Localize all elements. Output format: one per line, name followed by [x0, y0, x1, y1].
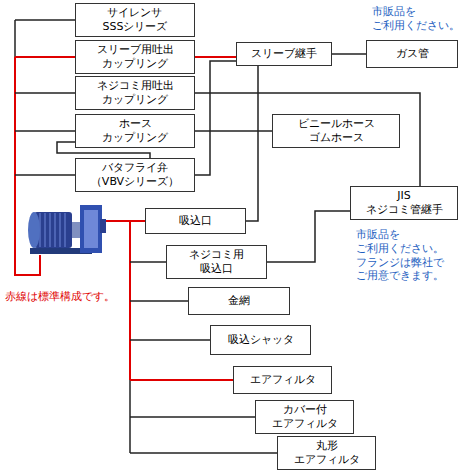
legend-note: 赤線は標準構成です。	[5, 290, 115, 304]
box-label: ネジコミ用吐出 カップリング	[97, 79, 174, 107]
component-box: サイレンサ SSSシリーズ	[75, 3, 195, 37]
box-label: ガス管	[396, 47, 429, 61]
bus-line	[130, 416, 255, 418]
box-label: ホース カップリング	[102, 117, 168, 145]
bus-line	[15, 19, 75, 21]
box-label: エアフィルタ	[250, 373, 316, 387]
bus-line	[130, 452, 277, 454]
component-box: エアフィルタ	[233, 366, 332, 394]
bus-line	[15, 130, 75, 132]
box-label: スリーブ用吐出 カップリング	[97, 43, 174, 71]
connector-line	[267, 211, 350, 262]
box-label: スリーブ継手	[251, 47, 317, 61]
box-label: ビニールホース ゴムホース	[298, 117, 375, 145]
component-box: ネジコミ用吐出 カップリング	[75, 76, 195, 110]
bus-line	[130, 379, 233, 381]
component-box: ガス管	[366, 40, 458, 68]
component-box: スリーブ用吐出 カップリング	[75, 40, 195, 74]
bus-line	[15, 57, 40, 275]
box-label: JIS ネジコミ管継手	[366, 189, 443, 217]
connector-line	[195, 61, 236, 175]
blower-illustration	[28, 205, 106, 254]
bus-line	[130, 300, 188, 302]
box-label: 丸形 エアフィルタ	[294, 439, 360, 467]
component-box: ビニールホース ゴムホース	[272, 114, 400, 148]
bus-line	[130, 261, 166, 263]
bus-line	[15, 174, 75, 176]
box-label: 吸込口	[179, 214, 212, 228]
box-label: 吸込シャッタ	[228, 333, 294, 347]
connector-line	[246, 66, 258, 221]
box-label: カバー付 エアフィルタ	[272, 403, 338, 431]
box-label: バタフライ弁 （VBVシリーズ）	[91, 161, 179, 189]
bus-line	[106, 220, 145, 222]
bus-line	[15, 56, 75, 58]
box-label: 金網	[228, 294, 250, 308]
connector-line	[332, 53, 366, 55]
note-text: 市販品を ご利用ください。 フランジは弊社で ご用意できます。	[356, 228, 444, 283]
component-box: ネジコミ用 吸込口	[166, 245, 267, 279]
bus-line	[130, 339, 210, 341]
connector-line	[195, 56, 236, 58]
box-label: ネジコミ用 吸込口	[189, 248, 244, 276]
connector-line	[195, 93, 420, 186]
bus-line	[14, 20, 16, 57]
component-box: 丸形 エアフィルタ	[277, 436, 376, 470]
box-label: サイレンサ SSSシリーズ	[103, 6, 168, 34]
bus-line	[15, 92, 75, 94]
component-box: ホース カップリング	[75, 114, 195, 148]
note-text: 市販品を ご利用ください。	[372, 5, 460, 33]
component-box: 金網	[188, 287, 290, 315]
component-box: スリーブ継手	[236, 42, 332, 66]
component-box: 吸込シャッタ	[210, 325, 311, 355]
connector-line	[195, 130, 272, 132]
component-box: バタフライ弁 （VBVシリーズ）	[75, 158, 195, 192]
component-box: 吸込口	[145, 208, 246, 234]
component-box: JIS ネジコミ管継手	[350, 186, 458, 220]
component-box: カバー付 エアフィルタ	[255, 400, 354, 434]
